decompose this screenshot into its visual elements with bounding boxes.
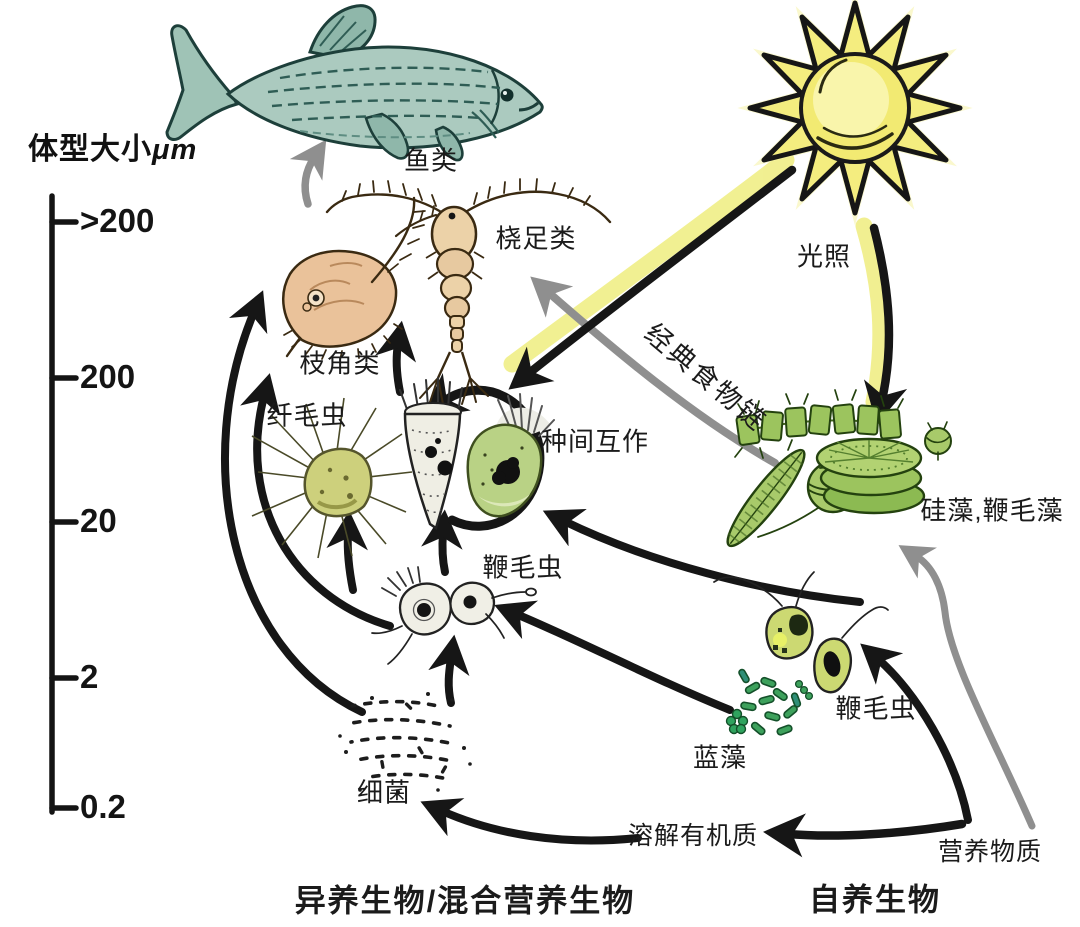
arrow-nutrients-to-autotroph-flagellates: [860, 643, 972, 824]
bacteria-illustration: [338, 692, 472, 794]
diatoms-illustration: [726, 389, 952, 548]
cyanobacteria-illustration: [725, 668, 814, 736]
label-cladoceran: 枝角类: [299, 348, 381, 379]
sun-icon: [737, 0, 973, 226]
axis-unit: μm: [152, 134, 198, 166]
arrow-cyanobacteria-to-flagellates: [494, 600, 734, 714]
arrow-diatoms-to-ciliates: [542, 508, 864, 606]
arrow-flagellates-to-cladoceran-curve: [240, 373, 394, 630]
arrow-nutrients-to-diatoms: [898, 545, 1036, 830]
copepod-illustration: [325, 178, 612, 405]
label-ciliates: 纤毛虫: [266, 400, 348, 431]
tick-gt200: >200: [80, 202, 155, 239]
fish-illustration: [165, 4, 544, 162]
label-species-interaction: 种间互作: [540, 426, 650, 457]
label-copepod: 桡足类: [495, 223, 577, 254]
arrow-bacteria-to-flagellates: [428, 634, 470, 707]
arrow-zooplankton-to-fish: [289, 139, 327, 208]
arrow-light-to-mixotrophs: [508, 165, 797, 390]
label-light: 光照: [796, 241, 852, 272]
axis-title-text: 体型大小: [28, 133, 152, 166]
label-cyanobacteria: 蓝藻: [692, 742, 748, 773]
heterotrophic-flagellates-illustration: [371, 566, 537, 665]
tick-2: 2: [80, 658, 99, 695]
arrow-light-to-diatoms: [863, 223, 908, 425]
arrow-nutrients-to-dom: [763, 813, 967, 858]
cladoceran-illustration: [282, 196, 438, 361]
label-autotrophs: 自养生物: [809, 882, 941, 918]
arrow-bacteria-to-cladoceran-curve: [221, 290, 366, 716]
arrow-dom-to-bacteria: [420, 798, 642, 845]
label-fish: 鱼类: [403, 145, 459, 176]
tick-20: 20: [80, 502, 117, 539]
label-diatoms: 硅藻,鞭毛藻: [920, 495, 1064, 526]
label-flagellates-hetero: 鞭毛虫: [482, 552, 564, 583]
arrow-flagellates-to-ciliates: [421, 509, 463, 576]
axis-title: 体型大小μm: [28, 124, 197, 168]
autotrophic-flagellates-illustration: [713, 571, 889, 694]
label-dissolved-organic-matter: 溶解有机质: [627, 822, 759, 850]
ciliates-illustration: [251, 377, 555, 559]
label-heterotrophs-mixotrophs: 异养生物/混合营养生物: [294, 883, 636, 919]
arrow-ciliates-to-copepod: [374, 320, 417, 396]
label-flagellates-auto: 鞭毛虫: [835, 693, 917, 724]
size-axis: [49, 193, 79, 815]
tick-200: 200: [80, 358, 136, 395]
tick-0-2: 0.2: [80, 788, 126, 825]
label-nutrients: 营养物质: [937, 838, 1043, 866]
label-bacteria: 细菌: [356, 777, 412, 808]
